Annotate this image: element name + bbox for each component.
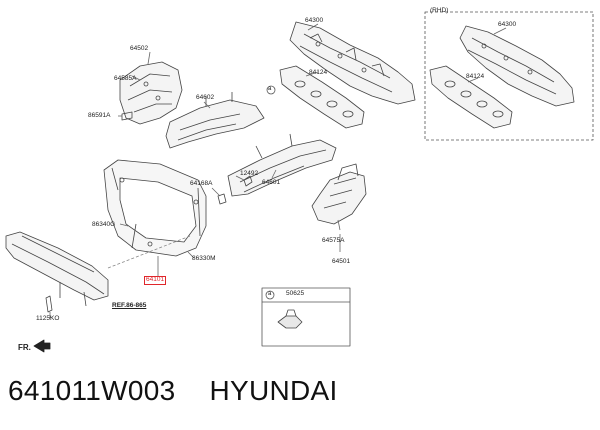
nut-50625 <box>277 315 303 329</box>
label-64101-highlight[interactable]: 64101 <box>144 276 167 285</box>
callout-a: a <box>268 86 272 92</box>
bolt-86591a <box>121 111 133 121</box>
brand-name: HYUNDAI <box>209 375 338 406</box>
label-64585a: 64585A <box>114 75 137 82</box>
label-64602: 64602 <box>196 94 215 101</box>
label-86340g: 86340G <box>92 221 116 228</box>
label-86591a: 86591A <box>88 112 111 119</box>
front-arrow <box>33 339 51 353</box>
front-direction-label: FR. <box>18 343 31 352</box>
rhd-box <box>424 11 594 141</box>
bolt-12492 <box>243 175 253 187</box>
label-86330m: 86330M <box>192 255 216 262</box>
parts-diagram: 64300 (RHD) 64300 84124 84124 64502 6458… <box>5 7 594 353</box>
dash-panel <box>289 21 416 105</box>
front-bumper-beam <box>5 231 109 307</box>
label-64502: 64502 <box>130 45 149 52</box>
label-rhd: (RHD) <box>430 7 449 14</box>
bolt-1125ko <box>45 295 53 313</box>
exploded-view-drawing <box>5 11 594 353</box>
label-84124: 84124 <box>309 69 328 76</box>
label-12492: 12492 <box>240 170 259 177</box>
cowl-crossmember-rhd <box>429 65 513 129</box>
label-84124-rhd: 84124 <box>466 73 485 80</box>
caption: 641011W003 HYUNDAI <box>8 375 598 407</box>
label-64300-rhd: 64300 <box>498 21 517 28</box>
apron-assembly-right <box>311 163 367 225</box>
callout-a-legend: a <box>268 291 272 297</box>
clip-64168a <box>217 193 227 205</box>
label-64501: 64501 <box>332 258 351 265</box>
side-member-lower <box>227 133 337 197</box>
label-50625: 50625 <box>286 290 305 297</box>
label-64601: 64601 <box>262 179 281 186</box>
radiator-support-carrier <box>103 159 207 257</box>
reference-link[interactable]: REF.86-865 <box>112 302 147 309</box>
dash-panel-rhd <box>459 25 575 107</box>
label-1125ko: 1125KO <box>36 315 60 322</box>
cowl-crossmember <box>279 65 365 129</box>
fender-apron <box>119 61 183 125</box>
legend-box <box>261 287 351 347</box>
side-member-upper <box>165 92 265 149</box>
label-64575a: 64575A <box>322 237 345 244</box>
part-number: 641011W003 <box>8 375 176 406</box>
label-64300: 64300 <box>305 17 324 24</box>
label-64168a: 64168A <box>190 180 213 187</box>
